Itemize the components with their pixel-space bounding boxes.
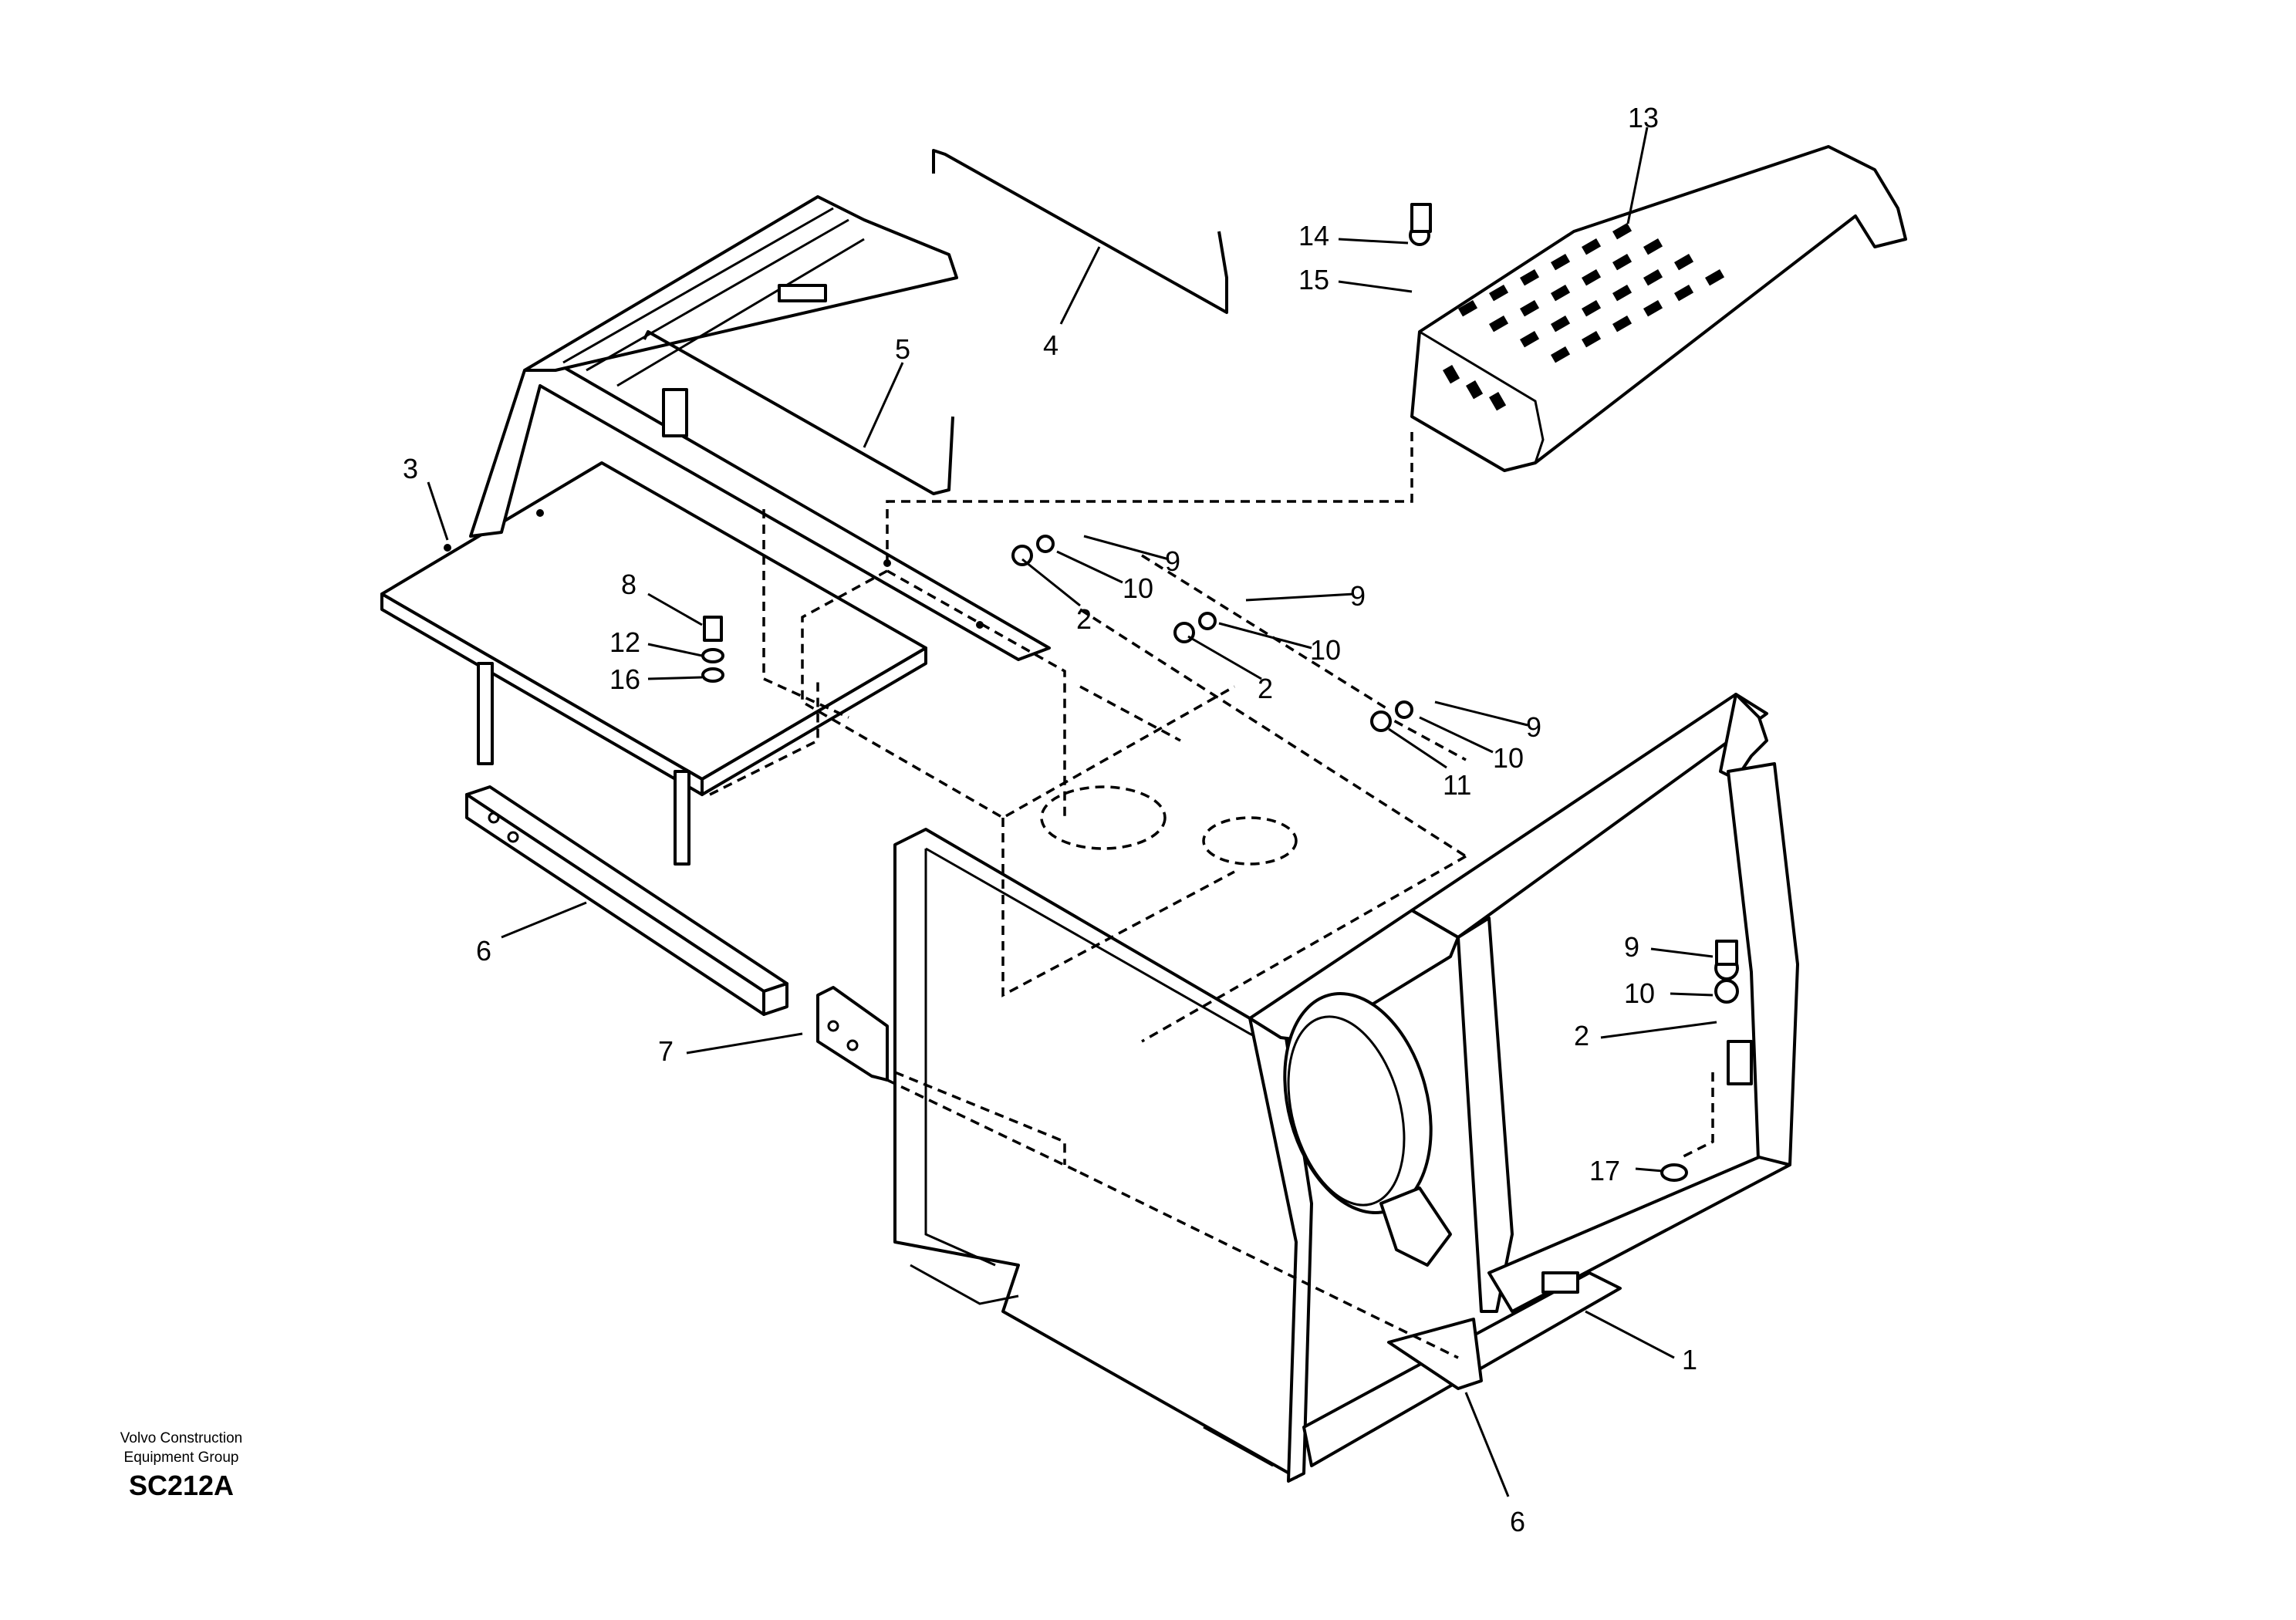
hardware-items xyxy=(701,203,1739,1182)
callout-label-9a: 9 xyxy=(1165,545,1180,577)
leader-15 xyxy=(1338,280,1413,293)
rod-part-4 xyxy=(932,149,1228,314)
cover-perforations xyxy=(1443,223,1725,411)
callout-label-17: 17 xyxy=(1589,1155,1620,1186)
callout-label-8: 8 xyxy=(621,569,636,600)
rod-part-5 xyxy=(643,330,954,495)
perforated-cover-part-13 xyxy=(1410,145,1907,472)
leader-3 xyxy=(427,481,449,541)
callout-label-2b: 2 xyxy=(1258,673,1273,704)
main-frame-part-1 xyxy=(893,693,1799,1483)
leader-10d xyxy=(1670,992,1714,997)
block-part-6-bottom xyxy=(1387,1318,1483,1390)
callout-label-10a: 10 xyxy=(1123,572,1153,604)
leader-14 xyxy=(1338,238,1409,245)
cover-plate-part-3 xyxy=(380,461,927,866)
footer-company-line2: Equipment Group xyxy=(123,1450,239,1466)
leader-4 xyxy=(1059,246,1101,325)
callout-label-2a: 2 xyxy=(1076,603,1092,635)
leader-11 xyxy=(1388,727,1447,769)
callout-label-7: 7 xyxy=(658,1035,674,1067)
bar-part-6-left xyxy=(465,785,788,1016)
leader-9d xyxy=(1650,947,1714,958)
callout-label-16: 16 xyxy=(609,663,640,695)
callout-label-10c: 10 xyxy=(1493,742,1524,774)
leader-2c xyxy=(1600,1021,1717,1039)
callout-label-6a: 6 xyxy=(476,935,491,967)
leader-16 xyxy=(647,676,703,680)
callout-label-3: 3 xyxy=(403,453,418,484)
callout-label-4: 4 xyxy=(1043,329,1059,361)
callout-label-6b: 6 xyxy=(1510,1506,1525,1537)
callout-label-9d: 9 xyxy=(1624,931,1639,963)
callouts: 1 2 2 2 3 4 5 6 6 7 8 9 9 9 9 10 10 10 xyxy=(403,102,1717,1537)
footer-company-line1: Volvo Construction xyxy=(120,1430,243,1446)
leader-9c xyxy=(1434,700,1528,727)
leader-5 xyxy=(863,362,904,448)
callout-label-10b: 10 xyxy=(1310,634,1341,666)
callout-label-15: 15 xyxy=(1298,264,1329,295)
callout-label-14: 14 xyxy=(1298,220,1329,251)
callout-label-12: 12 xyxy=(609,626,640,658)
leader-2a xyxy=(1021,558,1081,607)
rear-upper-frame xyxy=(469,195,1051,661)
callout-label-10d: 10 xyxy=(1624,977,1655,1009)
leader-6a xyxy=(501,901,587,939)
callout-label-9b: 9 xyxy=(1350,580,1366,612)
leader-10b xyxy=(1218,622,1312,650)
leader-1 xyxy=(1585,1310,1675,1359)
leader-12 xyxy=(647,643,703,657)
leader-9b xyxy=(1245,592,1355,602)
callout-label-5: 5 xyxy=(895,333,910,365)
footer-company: Volvo Construction Equipment Group xyxy=(77,1429,285,1467)
leader-17 xyxy=(1635,1167,1663,1173)
leader-7 xyxy=(686,1032,803,1055)
callout-label-11: 11 xyxy=(1443,769,1471,801)
bracket-part-7 xyxy=(816,986,889,1082)
leader-10c xyxy=(1419,716,1494,754)
callout-label-2c: 2 xyxy=(1574,1020,1589,1051)
callout-label-13: 13 xyxy=(1628,102,1659,133)
leader-9a xyxy=(1083,535,1170,561)
leader-6b xyxy=(1464,1392,1510,1497)
leader-13 xyxy=(1626,127,1649,224)
callout-label-1: 1 xyxy=(1682,1344,1697,1375)
leader-10a xyxy=(1056,550,1123,584)
leader-8 xyxy=(647,592,703,626)
drawing-code: SC212A xyxy=(128,1470,235,1501)
leader-2b xyxy=(1187,635,1262,680)
assembly-lines xyxy=(709,432,1714,1359)
callout-label-9c: 9 xyxy=(1526,711,1541,743)
